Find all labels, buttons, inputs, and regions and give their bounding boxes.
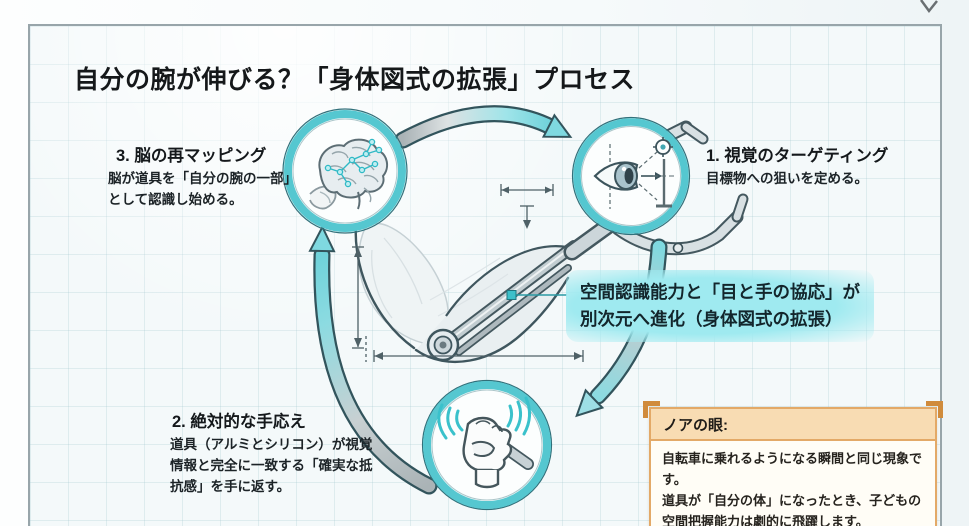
corner-mark <box>919 0 938 14</box>
step-3-label: 3. 脳の再マッピング 脳が道具を「自分の腕の一部」 として認識し始める。 <box>108 142 338 211</box>
step-1-heading: 1. 視覚のターゲティング <box>706 147 889 165</box>
step-1-body: 目標物への狙いを定める。 <box>706 171 868 186</box>
eye-targeting-icon <box>569 114 693 238</box>
page-title: 自分の腕が伸びる？「身体図式の拡張」プロセス <box>74 66 636 94</box>
step-3-heading: 3. 脳の再マッピング <box>116 147 267 165</box>
brain-remap-icon <box>280 106 410 236</box>
callout-title: ノアの眼: <box>651 409 935 441</box>
highlight-text: 空間認識能力と「目と手の協応」が 別次元へ進化（身体図式の拡張） <box>566 270 874 343</box>
step-2-label: 2. 絶対的な手応え 道具（アルミとシリコン）が視覚 情報と完全に一致する「確実… <box>170 408 435 498</box>
callout-body: 自転車に乗れるようになる瞬間と同じ現象です。 道具が「自分の体」になったとき、子… <box>662 451 923 526</box>
noah-callout: ノアの眼: 自転車に乗れるようになる瞬間と同じ現象です。 道具が「自分の体」にな… <box>643 401 943 526</box>
callout-corner-bracket <box>643 401 660 418</box>
step-3-body: 脳が道具を「自分の腕の一部」 として認識し始める。 <box>108 171 297 207</box>
fist-grip-icon <box>420 378 554 512</box>
step-1-label: 1. 視覚のターゲティング 目標物への狙いを定める。 <box>706 142 956 190</box>
step-2-heading: 2. 絶対的な手応え <box>172 413 306 431</box>
callout-corner-bracket <box>926 401 943 418</box>
step-2-body: 道具（アルミとシリコン）が視覚 情報と完全に一致する「確実な抵 抗感」を手に返す… <box>170 437 373 494</box>
